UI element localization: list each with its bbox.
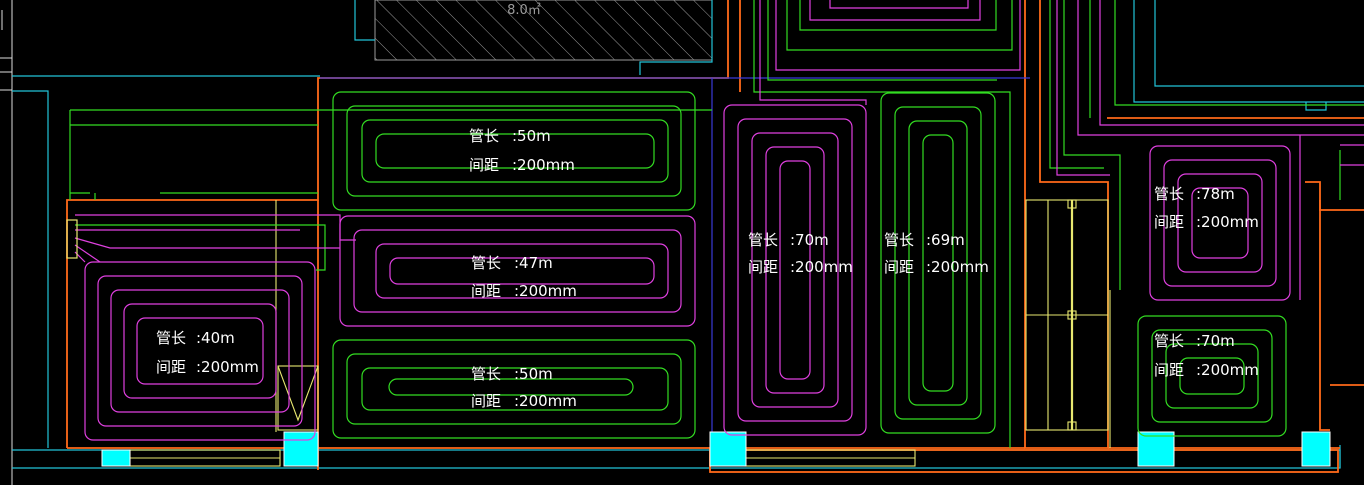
- zone-2-spacing-label: 间距: [469, 156, 499, 174]
- zone-6-length-label: 管长: [884, 231, 914, 249]
- hatched-area: 8.0㎡: [374, 0, 713, 61]
- zone-7-length-label: 管长: [1154, 185, 1184, 203]
- zone-1-length-label: 管长: [156, 329, 186, 347]
- zone-6-spacing-label: 间距: [884, 258, 914, 276]
- zone-5-length-value: :70m: [790, 231, 829, 249]
- zone-1-spacing-label: 间距: [156, 358, 186, 376]
- zone-8-label: 管长 :70m 间距 :200mm: [1154, 332, 1259, 379]
- zone-4-length-label: 管长: [471, 365, 501, 383]
- cyan-outlines: [12, 0, 1364, 469]
- zone-4-spacing-value: :200mm: [514, 392, 577, 410]
- zone-4-label: 管长 :50m 间距 :200mm: [471, 365, 577, 410]
- zone-6-length-value: :69m: [926, 231, 965, 249]
- left-ruler: [0, 0, 13, 485]
- hatched-area-label: 8.0㎡: [507, 3, 541, 18]
- zone-7-length-value: :78m: [1196, 185, 1235, 203]
- zone-7-label: 管长 :78m 间距 :200mm: [1154, 185, 1259, 231]
- zone-7-spacing-value: :200mm: [1196, 213, 1259, 231]
- zone-2-length-label: 管长: [469, 127, 499, 145]
- zone-8-spacing-value: :200mm: [1196, 361, 1259, 379]
- zone-8-spacing-label: 间距: [1154, 361, 1184, 379]
- zone-3-label: 管长 :47m 间距 :200mm: [471, 254, 577, 300]
- zone-2-spacing-value: :200mm: [512, 156, 575, 174]
- manifold: [66, 219, 78, 259]
- zone-5-spacing-value: :200mm: [790, 258, 853, 276]
- zone-1-spacing-value: :200mm: [196, 358, 259, 376]
- orange-walls: [66, 0, 1364, 473]
- cyan-blocks: [101, 431, 1331, 467]
- zone-3-spacing-value: :200mm: [514, 282, 577, 300]
- blue-lines: [320, 77, 1030, 448]
- zone-labels: 管长 :40m 间距 :200mm 管长 :50m 间距 :200mm 管长 :…: [156, 127, 1259, 410]
- zone-6-spacing-value: :200mm: [926, 258, 989, 276]
- zone-3-spacing-label: 间距: [471, 282, 501, 300]
- zone-5-label: 管长 :70m 间距 :200mm: [748, 231, 853, 276]
- zone-8-length-label: 管长: [1154, 332, 1184, 350]
- zone-5-spacing-label: 间距: [748, 258, 778, 276]
- zone-1-length-value: :40m: [196, 329, 235, 347]
- zone-3-length-value: :47m: [514, 254, 553, 272]
- zone-6-label: 管长 :69m 间距 :200mm: [884, 231, 989, 276]
- zone-8-length-value: :70m: [1196, 332, 1235, 350]
- magenta-pipes: [74, 0, 1364, 441]
- zone-2-length-value: :50m: [512, 127, 551, 145]
- zone-1-label: 管长 :40m 间距 :200mm: [156, 329, 259, 376]
- zone-4-length-value: :50m: [514, 365, 553, 383]
- zone-7-spacing-label: 间距: [1154, 213, 1184, 231]
- green-pipes: [69, 0, 1364, 448]
- zone-2-label: 管长 :50m 间距 :200mm: [469, 127, 575, 174]
- zone-5-length-label: 管长: [748, 231, 778, 249]
- zone-3-length-label: 管长: [471, 254, 501, 272]
- zone-4-spacing-label: 间距: [471, 392, 501, 410]
